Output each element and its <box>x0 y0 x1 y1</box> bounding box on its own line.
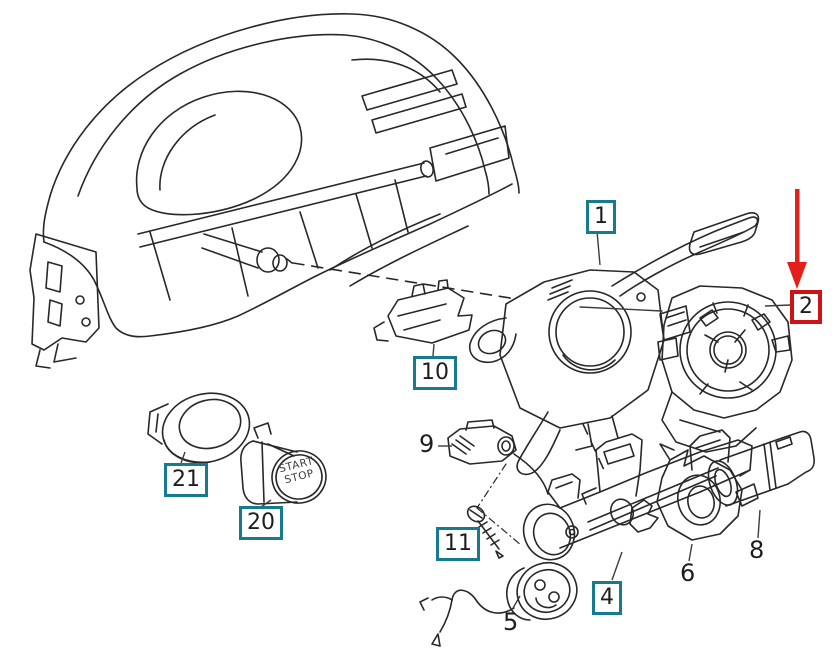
trim-ring-21 <box>147 392 251 464</box>
clock-spring-2 <box>657 285 793 453</box>
callout-part-6[interactable]: 6 <box>680 559 696 587</box>
callout-part-21[interactable]: 21 <box>164 463 208 497</box>
red-arrow-icon <box>787 189 807 289</box>
callout-part-4[interactable]: 4 <box>592 581 622 615</box>
start-stop-button-20 <box>240 422 327 505</box>
callout-part-1[interactable]: 1 <box>586 200 616 234</box>
dashboard-assembly <box>29 13 520 369</box>
screw-11 <box>466 463 522 559</box>
callout-part-2-highlighted[interactable]: 2 <box>790 290 822 324</box>
ignition-switch-5 <box>419 562 578 647</box>
callout-part-11[interactable]: 11 <box>436 527 480 561</box>
callout-part-8[interactable]: 8 <box>749 536 765 564</box>
sensor-module-10 <box>373 279 473 344</box>
callout-part-5[interactable]: 5 <box>503 608 519 636</box>
alignment-dash-lines <box>292 262 605 471</box>
cover-6 <box>656 443 759 541</box>
lock-cylinder-8 <box>707 430 815 507</box>
callout-part-9[interactable]: 9 <box>419 430 435 458</box>
lock-housing-4 <box>522 429 753 561</box>
callout-part-20[interactable]: 20 <box>239 506 283 540</box>
callout-part-10[interactable]: 10 <box>413 356 457 390</box>
callout-leader-lines <box>180 230 792 609</box>
steering-column-switch-1 <box>468 212 760 476</box>
switch-9 <box>447 419 549 495</box>
